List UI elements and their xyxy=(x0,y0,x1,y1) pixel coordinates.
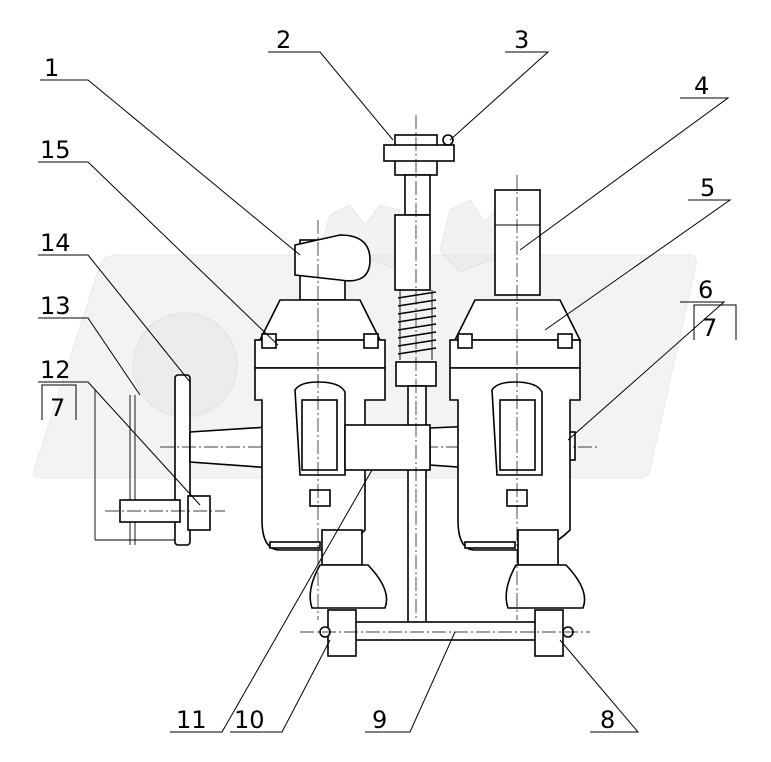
callout-10: 10 xyxy=(234,706,265,734)
callout-7-left: 7 xyxy=(50,394,65,422)
callout-2: 2 xyxy=(276,26,291,54)
callout-11: 11 xyxy=(176,706,207,734)
callout-7-right: 7 xyxy=(702,314,717,342)
callout-1: 1 xyxy=(44,54,59,82)
callout-9: 9 xyxy=(372,706,387,734)
callout-13: 13 xyxy=(40,292,71,320)
callout-3: 3 xyxy=(514,26,529,54)
callout-8: 8 xyxy=(600,706,615,734)
right-valve xyxy=(449,175,586,620)
leader-lines xyxy=(38,51,737,733)
callout-5: 5 xyxy=(700,174,715,202)
callout-14: 14 xyxy=(40,229,71,257)
callout-15: 15 xyxy=(40,136,71,164)
callout-4: 4 xyxy=(694,72,709,100)
cross-bar xyxy=(300,609,590,657)
callout-12: 12 xyxy=(40,356,71,384)
callout-6: 6 xyxy=(698,276,713,304)
left-bracket xyxy=(94,374,225,546)
spring xyxy=(397,290,437,360)
callout-labels: 1 2 3 4 5 6 7 7 8 9 10 11 12 13 14 15 xyxy=(40,26,717,734)
